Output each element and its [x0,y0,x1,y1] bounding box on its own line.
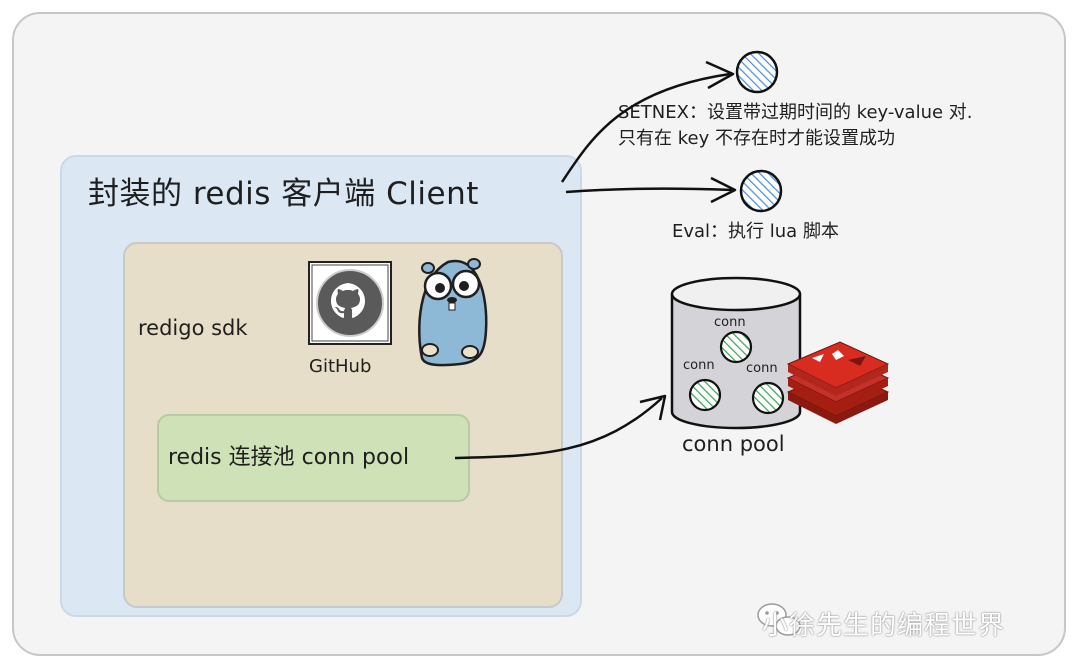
github-label: GitHub [309,356,372,377]
github-icon [308,261,392,345]
client-title: 封装的 redis 客户端 Client [88,176,479,212]
conn-circle-3 [751,381,785,415]
conn-label-3: conn [746,361,778,376]
conn-label-2: conn [683,358,715,373]
setnx-line-2: 只有在 key 不存在时才能设置成功 [618,128,895,149]
conn-circle-1 [719,330,753,364]
setnx-circle [735,50,779,94]
pool-arrowhead [639,394,667,421]
conn-label-1: conn [714,315,746,330]
conn-pool-box [157,414,470,502]
eval-description: Eval：执行 lua 脚本 [672,221,839,242]
conn-pool-caption: conn pool [682,432,785,456]
setnx-arrow [560,72,731,183]
conn-circle-2 [688,378,722,412]
setnx-description: SETNEX：设置带过期时间的 key-value 对. 只有在 key 不存在… [618,100,973,152]
sdk-label: redigo sdk [138,316,248,340]
setnx-line-1: SETNEX：设置带过期时间的 key-value 对. [618,102,973,123]
pool-arrow [454,397,663,460]
redis-logo-icon [786,341,890,424]
conn-pool-label: redis 连接池 conn pool [168,445,410,470]
setnx-arrowhead [705,60,735,90]
watermark: 小徐先生的编程世界 [762,611,1006,641]
eval-arrow [565,187,734,194]
eval-arrowhead [710,176,737,204]
gopher-icon [418,258,488,367]
eval-circle [739,169,783,213]
wechat-icon [757,603,801,636]
